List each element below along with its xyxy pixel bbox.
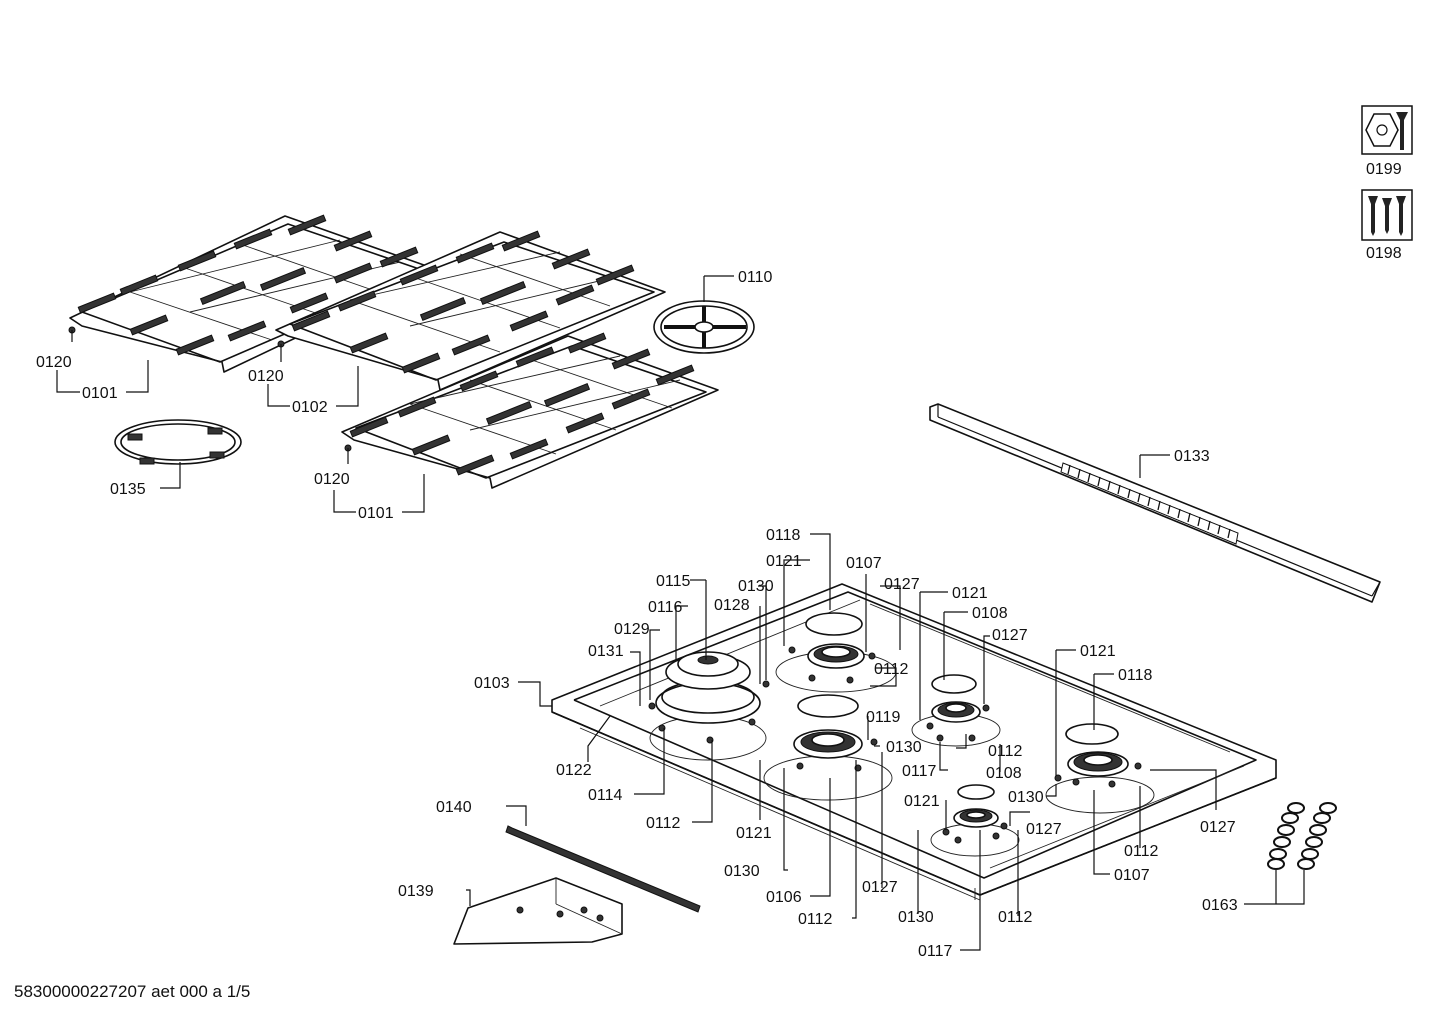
pan-support-grate-left bbox=[69, 214, 439, 373]
label-0108: 0108 bbox=[986, 765, 1022, 782]
burner-front-right bbox=[953, 784, 999, 828]
label-0112: 0112 bbox=[998, 909, 1033, 926]
label-0116: 0116 bbox=[648, 599, 683, 616]
label-0121: 0121 bbox=[736, 825, 772, 842]
part-number-labels: 0120 0101 0120 0102 0110 0135 0120 0101 … bbox=[36, 161, 1402, 960]
label-0119: 0119 bbox=[866, 709, 901, 726]
wok-ring-0110 bbox=[653, 300, 755, 354]
label-0107: 0107 bbox=[846, 555, 882, 572]
leader-lines bbox=[56, 275, 1305, 951]
pan-support-grate-front bbox=[341, 332, 719, 489]
label-0110: 0110 bbox=[738, 269, 773, 286]
injectors-and-screws bbox=[648, 646, 1142, 844]
label-0118: 0118 bbox=[766, 527, 801, 544]
pan-support-grate-middle bbox=[275, 230, 666, 391]
screw-0120 bbox=[68, 326, 352, 452]
label-0130: 0130 bbox=[724, 863, 760, 880]
label-0130: 0130 bbox=[886, 739, 922, 756]
label-0121: 0121 bbox=[1080, 643, 1116, 660]
label-0130: 0130 bbox=[898, 909, 934, 926]
label-0112: 0112 bbox=[798, 911, 833, 928]
burner-rear-right bbox=[1065, 723, 1129, 777]
trim-strip-0140 bbox=[505, 825, 701, 913]
simmer-ring-0135 bbox=[114, 419, 242, 465]
label-0140: 0140 bbox=[436, 799, 472, 816]
label-0121: 0121 bbox=[904, 793, 940, 810]
label-0112: 0112 bbox=[988, 743, 1023, 760]
label-0102: 0102 bbox=[292, 399, 328, 416]
label-0130: 0130 bbox=[1008, 789, 1044, 806]
tools-icon bbox=[1361, 105, 1413, 155]
connector-chains-0163 bbox=[1267, 802, 1337, 870]
label-0121: 0121 bbox=[952, 585, 988, 602]
label-0106: 0106 bbox=[766, 889, 802, 906]
label-0127: 0127 bbox=[992, 627, 1028, 644]
label-0112: 0112 bbox=[1124, 843, 1159, 860]
screws-icon bbox=[1361, 189, 1413, 241]
label-0129: 0129 bbox=[614, 621, 650, 638]
label-0101: 0101 bbox=[358, 505, 394, 522]
label-0130: 0130 bbox=[738, 578, 774, 595]
label-0133: 0133 bbox=[1174, 448, 1210, 465]
label-0103: 0103 bbox=[474, 675, 510, 692]
label-0120: 0120 bbox=[248, 368, 284, 385]
wok-burner bbox=[655, 651, 761, 724]
label-0115: 0115 bbox=[656, 573, 691, 590]
bracket-0139 bbox=[453, 877, 623, 945]
label-0121: 0121 bbox=[766, 553, 802, 570]
label-0199: 0199 bbox=[1366, 161, 1402, 178]
document-footer: 58300000227207 aet 000 a 1/5 bbox=[14, 982, 251, 1001]
label-0118: 0118 bbox=[1118, 667, 1153, 684]
control-panel-0133 bbox=[929, 403, 1381, 603]
label-0112: 0112 bbox=[646, 815, 681, 832]
label-0198: 0198 bbox=[1366, 245, 1402, 262]
label-0163: 0163 bbox=[1202, 897, 1238, 914]
label-0127: 0127 bbox=[884, 576, 920, 593]
label-0127: 0127 bbox=[862, 879, 898, 896]
label-0101: 0101 bbox=[82, 385, 118, 402]
label-0127: 0127 bbox=[1026, 821, 1062, 838]
label-0108: 0108 bbox=[972, 605, 1008, 622]
burner-rear-left bbox=[805, 612, 865, 669]
label-0112: 0112 bbox=[874, 661, 909, 678]
burner-center-right bbox=[931, 674, 981, 723]
label-0135: 0135 bbox=[110, 481, 146, 498]
label-0131: 0131 bbox=[588, 643, 624, 660]
label-0122: 0122 bbox=[556, 762, 592, 779]
label-0127: 0127 bbox=[1200, 819, 1236, 836]
burner-middle bbox=[793, 694, 863, 759]
label-0120: 0120 bbox=[36, 354, 72, 371]
label-0128: 0128 bbox=[714, 597, 750, 614]
label-0117: 0117 bbox=[918, 943, 953, 960]
label-0120: 0120 bbox=[314, 471, 350, 488]
label-0139: 0139 bbox=[398, 883, 434, 900]
label-0114: 0114 bbox=[588, 787, 623, 804]
label-0117: 0117 bbox=[902, 763, 937, 780]
label-0107: 0107 bbox=[1114, 867, 1150, 884]
